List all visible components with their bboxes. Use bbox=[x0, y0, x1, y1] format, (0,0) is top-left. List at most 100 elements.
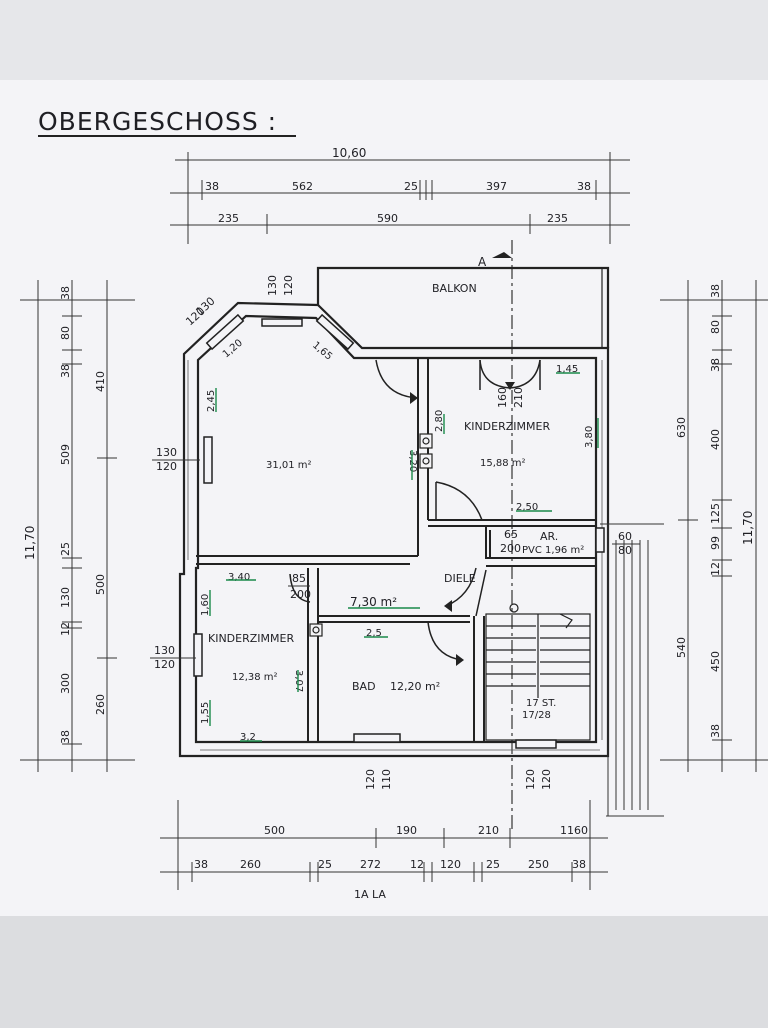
open-bay-a: 130 bbox=[266, 275, 279, 296]
hw-m12: 1,55 bbox=[200, 702, 211, 724]
left-dim-25: 25 bbox=[59, 542, 72, 556]
right-dim-125: 125 bbox=[709, 503, 722, 524]
right-total-dim: 11,70 bbox=[741, 511, 755, 545]
right-dim-38c: 38 bbox=[709, 724, 722, 738]
top-total-dim: 10,60 bbox=[332, 146, 366, 160]
left-dim-38b: 38 bbox=[59, 364, 72, 378]
open-k1-a: 160 bbox=[496, 387, 509, 408]
open-ar-b: 200 bbox=[500, 542, 521, 555]
bottom-dim-25b: 25 bbox=[486, 858, 500, 871]
top-dim-5: 38 bbox=[577, 180, 591, 193]
stair-post bbox=[509, 603, 519, 613]
label-stairs-count: 17 ST. bbox=[526, 698, 556, 709]
label-living-area: 31,01 m² bbox=[266, 460, 312, 471]
window-diag-left bbox=[205, 313, 245, 351]
window-stair-bottom bbox=[515, 739, 557, 749]
left-dim-500: 500 bbox=[94, 574, 107, 595]
open-ar-a: 65 bbox=[504, 528, 518, 541]
right-dim-99: 99 bbox=[709, 536, 722, 550]
right-dim-630: 630 bbox=[675, 417, 688, 438]
door-kinder1-bottom-arc bbox=[435, 481, 483, 521]
arrow-diele-icon bbox=[444, 600, 452, 612]
open-right-a: 60 bbox=[618, 530, 632, 543]
door-arrows bbox=[410, 382, 515, 666]
hw-m13: 3,2 bbox=[240, 732, 256, 743]
bottom-dim-12: 12 bbox=[410, 858, 424, 871]
open-left-a: 130 bbox=[156, 446, 177, 459]
left-total-dim: 11,70 bbox=[23, 526, 37, 560]
open-left-b: 120 bbox=[156, 460, 177, 473]
label-pvc: PVC 1,96 m² bbox=[522, 545, 584, 556]
window-right-ar bbox=[595, 527, 605, 553]
window-bad-bottom bbox=[353, 733, 401, 743]
bottom-dim-38b: 38 bbox=[572, 858, 586, 871]
shaft-symbols bbox=[309, 433, 433, 637]
window-kinder2-left bbox=[193, 633, 203, 677]
bottom-dim-210: 210 bbox=[478, 824, 499, 837]
door-kinder1-right-arc bbox=[509, 359, 541, 389]
bottom-dim-1160: 1160 bbox=[560, 824, 588, 837]
section-arrow-icon bbox=[492, 252, 512, 258]
bottom-dim-260: 260 bbox=[240, 858, 261, 871]
label-diele-area: 7,30 m² bbox=[350, 595, 397, 609]
hw-m8: 2,50 bbox=[516, 502, 538, 513]
footer-handwriting: 1A LA bbox=[354, 888, 386, 901]
label-bad: BAD bbox=[352, 680, 376, 693]
bottom-dim-250: 250 bbox=[528, 858, 549, 871]
open-stair-b: 120 bbox=[540, 769, 553, 790]
top-dim-2: 562 bbox=[292, 180, 313, 193]
bottom-dim-120: 120 bbox=[440, 858, 461, 871]
bottom-dim-500: 500 bbox=[264, 824, 285, 837]
label-kinder1: KINDERZIMMER bbox=[464, 420, 550, 433]
right-dim-80: 80 bbox=[709, 320, 722, 334]
left-dim-260: 260 bbox=[94, 694, 107, 715]
label-stairs-ratio: 17/28 bbox=[522, 710, 551, 721]
window-bay-top bbox=[261, 318, 303, 327]
top-dim-4: 397 bbox=[486, 180, 507, 193]
label-kinder2: KINDERZIMMER bbox=[208, 632, 294, 645]
label-balkon: BALKON bbox=[432, 282, 477, 295]
arrow-living-icon bbox=[410, 392, 418, 404]
right-dim-38b: 38 bbox=[709, 358, 722, 372]
left-dim-38a: 38 bbox=[59, 286, 72, 300]
top-dimension-lines bbox=[170, 152, 630, 244]
window-diag-right bbox=[315, 313, 355, 351]
diele-diagonal bbox=[475, 569, 487, 617]
right-dim-38a: 38 bbox=[709, 284, 722, 298]
plan-title: OBERGESCHOSS : bbox=[38, 107, 277, 136]
open-left2-a: 130 bbox=[154, 644, 175, 657]
right-dim-12: 12 bbox=[709, 562, 722, 576]
open-left2-b: 120 bbox=[154, 658, 175, 671]
bottom-dimension-lines bbox=[160, 800, 608, 890]
hw-m3: 2,45 bbox=[206, 390, 217, 412]
exterior-strip bbox=[600, 523, 664, 817]
arrow-bad-icon bbox=[456, 654, 464, 666]
arrow-k1-icon bbox=[505, 382, 515, 390]
open-bad-b: 110 bbox=[380, 769, 393, 790]
label-diele: DIELE bbox=[444, 572, 476, 585]
left-dim-509: 509 bbox=[59, 444, 72, 465]
bottom-dim-190: 190 bbox=[396, 824, 417, 837]
hw-m14: 2,5 bbox=[366, 628, 382, 639]
right-dim-540: 540 bbox=[675, 637, 688, 658]
top-dim-3: 25 bbox=[404, 180, 418, 193]
label-ar: AR. bbox=[540, 530, 558, 543]
open-right-b: 80 bbox=[618, 544, 632, 557]
top-dim-7: 590 bbox=[377, 212, 398, 225]
left-dim-410: 410 bbox=[94, 371, 107, 392]
right-dim-450: 450 bbox=[709, 651, 722, 672]
top-dim-6: 235 bbox=[218, 212, 239, 225]
hw-m5: 1,45 bbox=[556, 364, 578, 375]
windows bbox=[193, 313, 605, 749]
hw-m7: 3,80 bbox=[584, 426, 595, 448]
bottom-dim-38a: 38 bbox=[194, 858, 208, 871]
open-bad-a: 120 bbox=[364, 769, 377, 790]
left-dimension-lines bbox=[20, 280, 135, 772]
top-dim-1: 38 bbox=[205, 180, 219, 193]
section-mark: A bbox=[478, 255, 487, 269]
label-kinder1-area: 15,88 m² bbox=[480, 458, 526, 469]
open-k2-b: 200 bbox=[290, 588, 311, 601]
label-bad-area: 12,20 m² bbox=[390, 680, 440, 693]
hw-m10: 1,60 bbox=[200, 594, 211, 616]
